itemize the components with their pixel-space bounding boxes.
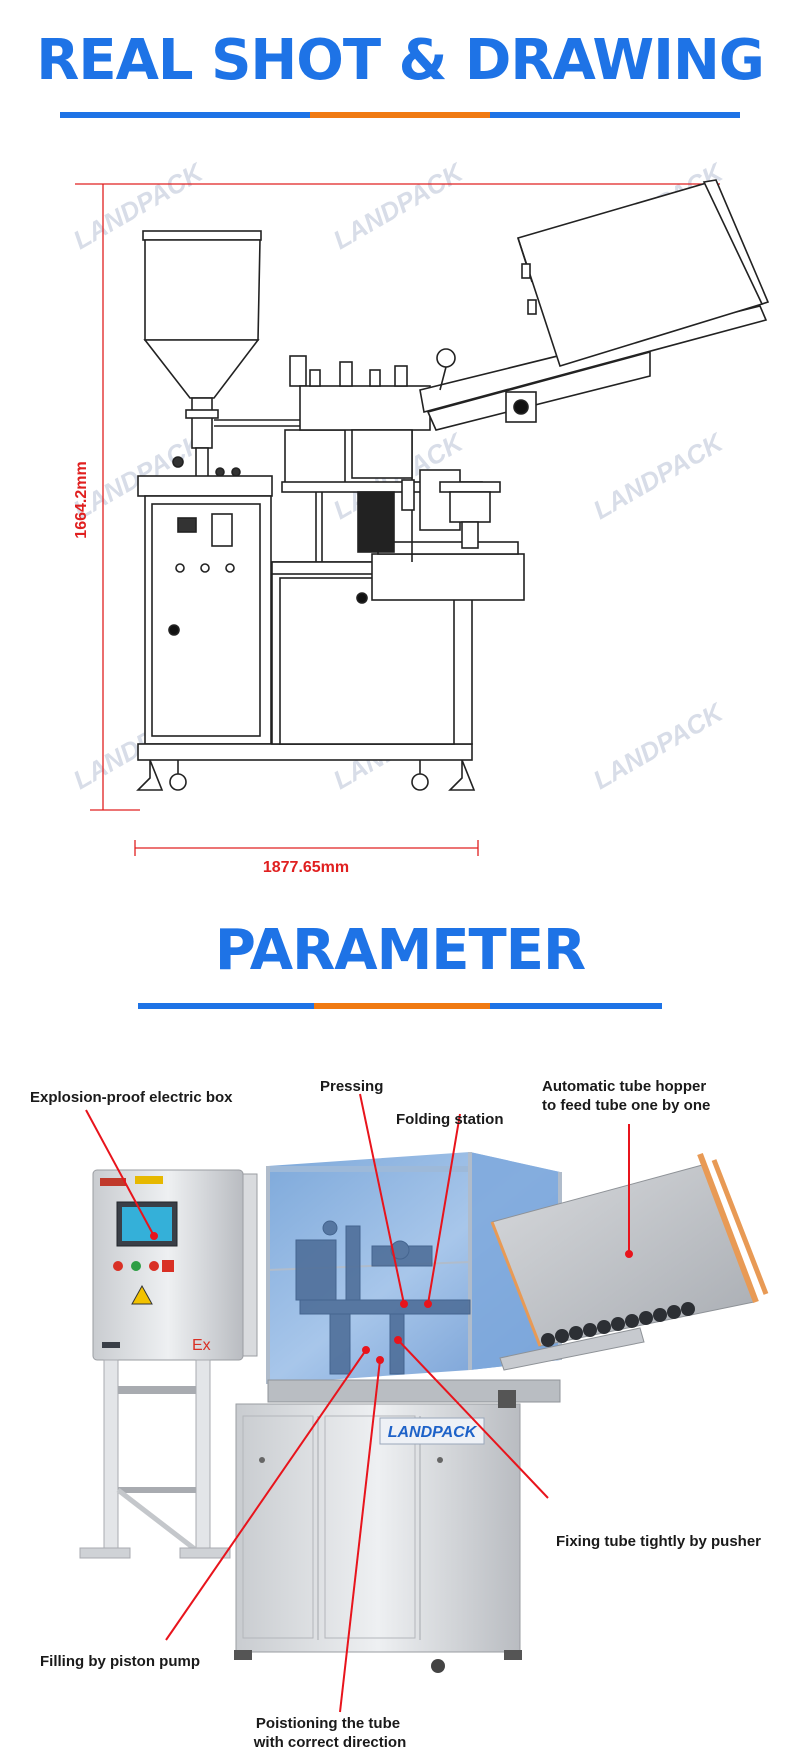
machine-outline xyxy=(136,179,770,791)
section-title-parameter: PARAMETER xyxy=(214,918,586,983)
svg-text:LANDPACK: LANDPACK xyxy=(588,426,730,525)
callout-positioning-line1: Poistioning the tube xyxy=(256,1715,400,1732)
svg-text:LANDPACK: LANDPACK xyxy=(588,696,730,795)
ex-marking: Ex xyxy=(192,1337,211,1354)
callout-folding-station: Folding station xyxy=(396,1111,503,1128)
callout-tube-hopper-line2: to feed tube one by one xyxy=(542,1097,710,1114)
section-title-drawing: REAL SHOT & DRAWING xyxy=(36,28,765,93)
explosion-proof-cabinet: Ex xyxy=(79,1169,258,1559)
filling-machine: LANDPACK xyxy=(234,1152,562,1673)
title-underline xyxy=(60,112,740,118)
width-dimension-label: 1877.65mm xyxy=(263,859,349,876)
machine-photo: Ex xyxy=(30,1078,769,1751)
dimension-lines xyxy=(75,183,720,856)
callout-lines xyxy=(85,1093,633,1713)
callout-fixing-tube: Fixing tube tightly by pusher xyxy=(556,1533,761,1550)
title-underline xyxy=(138,1003,662,1009)
callout-pressing: Pressing xyxy=(320,1078,383,1095)
tube-hopper xyxy=(490,1152,769,1408)
callout-tube-hopper-line1: Automatic tube hopper xyxy=(542,1078,706,1095)
callout-positioning-line2: with correct direction xyxy=(253,1734,407,1751)
svg-text:LANDPACK: LANDPACK xyxy=(328,156,470,255)
brand-logo: LANDPACK xyxy=(388,1424,478,1441)
callout-filling: Filling by piston pump xyxy=(40,1653,200,1670)
callout-electric-box: Explosion-proof electric box xyxy=(30,1089,233,1106)
height-dimension-label: 1664.2mm xyxy=(73,461,90,538)
technical-drawing: LANDPACK LANDPACK LANDPACK LANDPACK LAND… xyxy=(68,156,770,876)
